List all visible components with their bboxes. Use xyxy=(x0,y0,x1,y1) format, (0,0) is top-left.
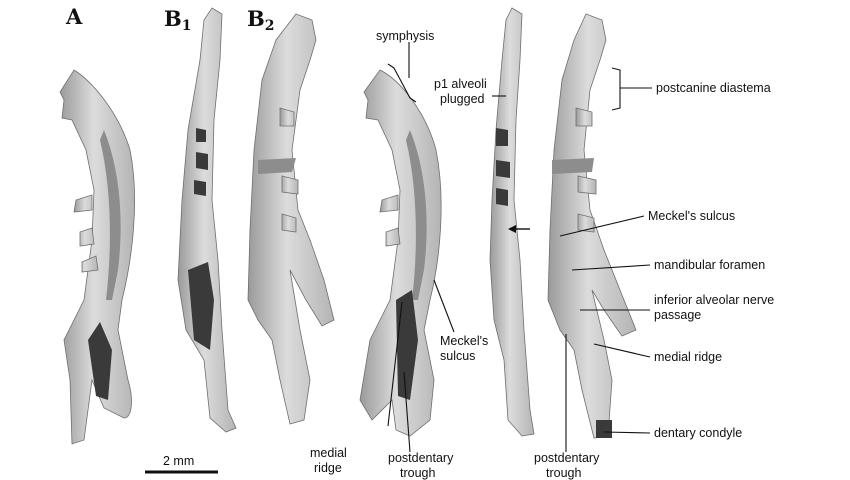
medial-ridge-left-leader xyxy=(387,301,403,427)
label-inferior-alveolar-line2: passage xyxy=(654,308,701,322)
label-postdentary-right-line1: postdentary xyxy=(534,451,600,465)
label-meckels-sulcus-right: Meckel's sulcus xyxy=(648,209,735,223)
label-meckels-sulcus-left-line1: Meckel's xyxy=(440,334,488,348)
label-postdentary-left-line1: postdentary xyxy=(388,451,454,465)
label-p1-alveoli-line2: plugged xyxy=(440,92,485,106)
leader-lines xyxy=(387,42,652,453)
label-medial-ridge-left-line1: medial xyxy=(310,446,347,460)
meckels-sulcus-right-leader xyxy=(559,215,645,237)
label-medial-ridge-left-line2: ridge xyxy=(314,461,342,475)
label-postdentary-right-line2: trough xyxy=(546,466,581,480)
scale-bar: 2 mm xyxy=(145,454,218,474)
label-dentary-condyle: dentary condyle xyxy=(654,426,742,440)
label-meckels-sulcus-left-line2: sulcus xyxy=(440,349,475,363)
label-p1-alveoli-line1: p1 alveoli xyxy=(434,77,487,91)
postcanine-diastema-bracket xyxy=(611,67,652,111)
label-medial-ridge-right: medial ridge xyxy=(654,350,722,364)
postdentary-left-leader xyxy=(403,371,411,453)
label-postcanine-diastema: postcanine diastema xyxy=(656,81,771,95)
panel-label-a: A xyxy=(65,4,83,29)
label-inferior-alveolar-line1: inferior alveolar nerve xyxy=(654,293,774,307)
scale-bar-label: 2 mm xyxy=(163,454,194,468)
meckels-sulcus-left-leader xyxy=(433,279,455,333)
specimen-a-medial-view xyxy=(59,69,135,445)
label-postdentary-left-line2: trough xyxy=(400,466,435,480)
label-mandibular-foramen: mandibular foramen xyxy=(654,258,765,272)
mandibular-foramen-leader xyxy=(571,264,651,271)
panel-label-b2: B2 xyxy=(247,6,275,34)
label-symphysis: symphysis xyxy=(376,29,434,43)
medial-ridge-right-leader xyxy=(593,343,651,358)
specimen-medial-annotated xyxy=(359,69,442,437)
symphysis-bracket xyxy=(387,63,417,103)
specimen-b2-lateral-view xyxy=(247,13,335,425)
dentary-condyle-leader xyxy=(603,431,651,434)
specimen-lateral-annotated xyxy=(547,13,637,439)
specimen-b1-occlusal-view xyxy=(177,7,237,433)
specimen-occlusal-annotated xyxy=(489,7,535,437)
panel-label-b1: B1 xyxy=(164,6,192,34)
arrow-indicator xyxy=(508,225,530,233)
